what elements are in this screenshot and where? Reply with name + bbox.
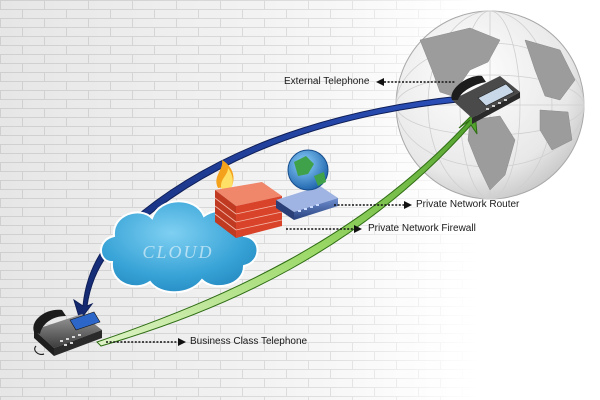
firewall-icon (214, 160, 283, 238)
label-leaders (106, 78, 455, 346)
green-connection-arrow (96, 110, 478, 347)
leader-arrowhead-private-network-router (404, 201, 412, 209)
router-icon (276, 149, 338, 220)
label-external-telephone: External Telephone (284, 76, 370, 87)
leader-arrowhead-business-class-telephone (178, 338, 186, 346)
label-private-network-firewall: Private Network Firewall (368, 223, 476, 234)
business-telephone-icon (33, 309, 102, 356)
label-business-class-telephone: Business Class Telephone (190, 336, 308, 347)
leader-arrowhead-private-network-firewall (354, 225, 362, 233)
leader-arrowhead-external-telephone (376, 78, 384, 86)
label-private-network-router: Private Network Router (416, 199, 520, 210)
external-telephone-icon (451, 75, 520, 124)
blue-connection-arrow (73, 95, 461, 322)
cloud-label: CLOUD (142, 242, 213, 262)
